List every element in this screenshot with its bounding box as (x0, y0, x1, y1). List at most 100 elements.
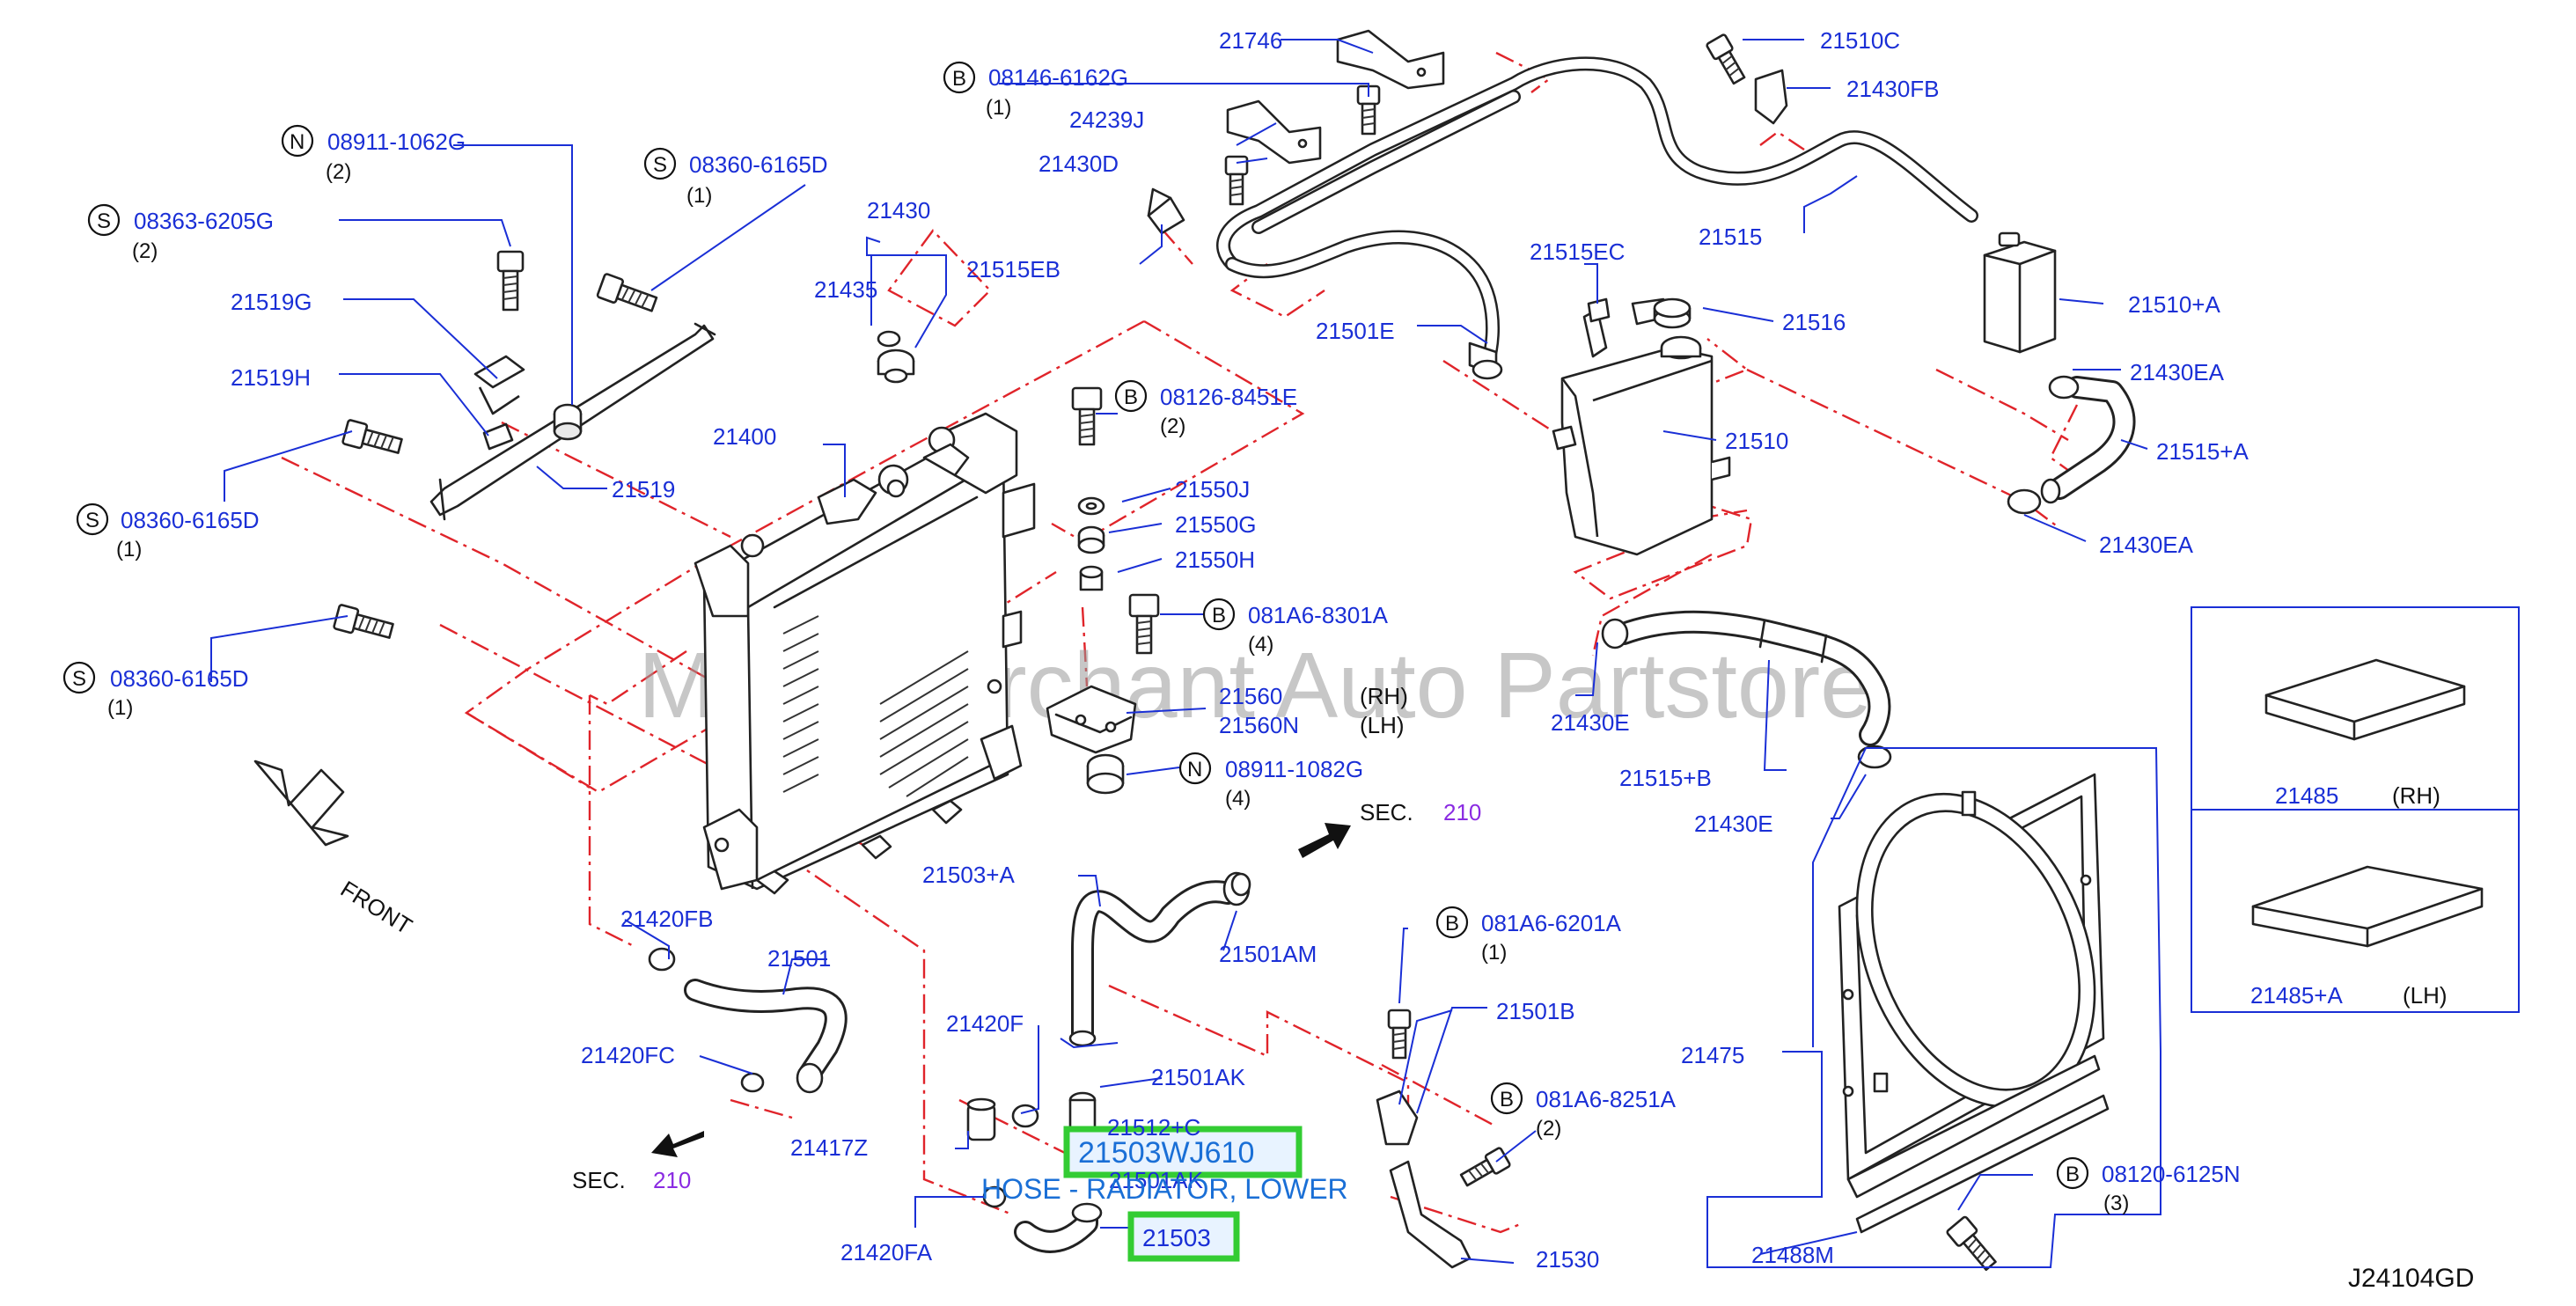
label-21510[interactable]: 21510 (1725, 428, 1788, 454)
label-21485A[interactable]: 21485+A (2250, 982, 2343, 1009)
label-21515EB[interactable]: 21515EB (966, 256, 1060, 282)
callout-number: 08911-1062G (327, 128, 466, 155)
highlight-part-number[interactable]: 21503WJ610 (1078, 1136, 1254, 1170)
label-21515[interactable]: 21515 (1699, 224, 1762, 250)
callout-number: 08363-6205G (134, 208, 274, 234)
callout-prefix: B (2066, 1163, 2080, 1186)
callout-number: 081A6-8251A (1536, 1086, 1677, 1112)
sec-label-lower: SEC. (572, 1167, 626, 1193)
callout-qty: (2) (1160, 415, 1185, 438)
callout-08911-1082G[interactable]: N 08911-1082G (4) (1178, 752, 1363, 811)
label-21435[interactable]: 21435 (814, 276, 877, 303)
callout-qty: (4) (1225, 787, 1251, 811)
label-21430EA-lower[interactable]: 21430EA (2099, 532, 2194, 558)
label-21485[interactable]: 21485 (2275, 782, 2338, 809)
label-21501E[interactable]: 21501E (1316, 318, 1395, 344)
label-21519H[interactable]: 21519H (231, 364, 311, 391)
callout-081A6-6201A[interactable]: B 081A6-6201A (1) (1435, 906, 1622, 965)
callout-prefix: B (1445, 912, 1459, 935)
callout-08911-1062G[interactable]: N 08911-1062G (2) (281, 124, 466, 184)
callout-prefix: S (653, 153, 667, 177)
callout-number: 08360-6165D (689, 151, 828, 178)
reservoir-tank (1552, 297, 1731, 556)
label-21510A[interactable]: 21510+A (2128, 291, 2220, 318)
label-21560N[interactable]: 21560N (1219, 712, 1299, 738)
highlight-callout-box[interactable] (1127, 1211, 1240, 1262)
callout-number: 08911-1082G (1225, 756, 1363, 782)
label-21515EC[interactable]: 21515EC (1530, 238, 1625, 265)
label-21417Z[interactable]: 21417Z (790, 1134, 868, 1161)
prefix-circle-icon (1202, 598, 1236, 631)
sec-number-lower[interactable]: 210 (653, 1167, 691, 1193)
label-24239J[interactable]: 24239J (1069, 106, 1144, 133)
label-21501[interactable]: 21501 (767, 945, 831, 972)
callout-08360-6165D-top[interactable]: S 08360-6165D (1) (643, 147, 828, 208)
callout-number: 08120-6125N (2102, 1161, 2241, 1187)
label-21501AK-upper[interactable]: 21501AK (1151, 1064, 1246, 1090)
callout-08120-6125N[interactable]: B 08120-6125N (3) (2056, 1156, 2241, 1215)
callout-prefix: B (952, 67, 966, 91)
label-21550H[interactable]: 21550H (1175, 547, 1255, 573)
label-21510C[interactable]: 21510C (1820, 27, 1900, 54)
reservoir-tank-small (1983, 231, 2057, 354)
label-21430[interactable]: 21430 (867, 197, 930, 224)
callout-08126-8451E[interactable]: B 08126-8451E (2) (1114, 379, 1297, 438)
label-21530[interactable]: 21530 (1536, 1246, 1599, 1273)
label-21501AK-lower[interactable]: 21501AK (1109, 1167, 1204, 1193)
label-21400[interactable]: 21400 (713, 423, 776, 450)
label-21516[interactable]: 21516 (1782, 309, 1846, 335)
prefix-circle-icon (1490, 1082, 1523, 1115)
label-21485-rh: (RH) (2392, 782, 2440, 809)
hose-21503-lower (1014, 1202, 1103, 1253)
callout-08363-6205G[interactable]: S 08363-6205G (2) (87, 203, 274, 263)
bolt-08120 (1946, 1215, 1997, 1272)
label-21501AM[interactable]: 21501AM (1219, 941, 1317, 967)
prefix-circle-icon (2056, 1156, 2089, 1190)
highlight-part-number-box[interactable] (1063, 1126, 1303, 1178)
label-21475[interactable]: 21475 (1681, 1042, 1744, 1068)
callout-081A6-8301A[interactable]: B 081A6-8301A (4) (1202, 598, 1389, 657)
label-21519G[interactable]: 21519G (231, 289, 312, 315)
bolt-081A6-6201A (1387, 1009, 1412, 1060)
radiator-mount-bracket (1046, 685, 1137, 754)
sec-number-upper[interactable]: 210 (1443, 799, 1481, 825)
label-21420F[interactable]: 21420F (946, 1010, 1024, 1037)
label-21519[interactable]: 21519 (612, 476, 675, 503)
prefix-circle-icon (76, 503, 109, 536)
front-label: FRONT (336, 876, 417, 940)
label-21515B[interactable]: 21515+B (1619, 765, 1712, 791)
prefix-circle-icon (943, 61, 976, 94)
label-21420FB[interactable]: 21420FB (620, 906, 714, 932)
label-21430FB[interactable]: 21430FB (1846, 76, 1940, 102)
callout-number: 08146-6162G (988, 64, 1128, 91)
label-21420FC[interactable]: 21420FC (581, 1042, 675, 1068)
label-21430EA-upper[interactable]: 21430EA (2130, 359, 2225, 385)
callout-08146-6162G[interactable]: B 08146-6162G (1) (943, 61, 1128, 120)
label-21420FA[interactable]: 21420FA (840, 1239, 933, 1266)
label-21550G[interactable]: 21550G (1175, 511, 1257, 538)
callout-prefix: N (1187, 758, 1202, 781)
label-21430E-lower[interactable]: 21430E (1694, 811, 1773, 837)
washers-nuts (1077, 496, 1125, 795)
callout-08360-6165D-low[interactable]: S 08360-6165D (1) (62, 661, 249, 720)
label-21488M[interactable]: 21488M (1751, 1242, 1834, 1268)
bolt-081A6-8301A (1128, 593, 1160, 655)
callout-number: 08360-6165D (121, 507, 260, 533)
label-21515A[interactable]: 21515+A (2156, 438, 2249, 465)
bolt-08360-low (333, 604, 394, 639)
bolt-08363 (496, 250, 525, 312)
label-21550J[interactable]: 21550J (1175, 476, 1250, 503)
callout-08360-6165D-mid[interactable]: S 08360-6165D (1) (76, 503, 260, 561)
callout-qty: (4) (1248, 633, 1273, 657)
callout-number: 081A6-8301A (1248, 602, 1389, 628)
label-21746[interactable]: 21746 (1219, 27, 1282, 54)
fan-shroud (1838, 773, 2105, 1199)
label-21560[interactable]: 21560 (1219, 683, 1282, 709)
label-21503A[interactable]: 21503+A (922, 862, 1015, 888)
highlight-callout-21503[interactable]: 21503 (1142, 1224, 1211, 1251)
label-21512C[interactable]: 21512+C (1107, 1114, 1200, 1141)
callout-081A6-8251A[interactable]: B 081A6-8251A (2) (1490, 1082, 1677, 1141)
label-21430D[interactable]: 21430D (1038, 150, 1119, 177)
label-21430E-upper[interactable]: 21430E (1551, 709, 1630, 736)
label-21501B[interactable]: 21501B (1496, 998, 1575, 1024)
